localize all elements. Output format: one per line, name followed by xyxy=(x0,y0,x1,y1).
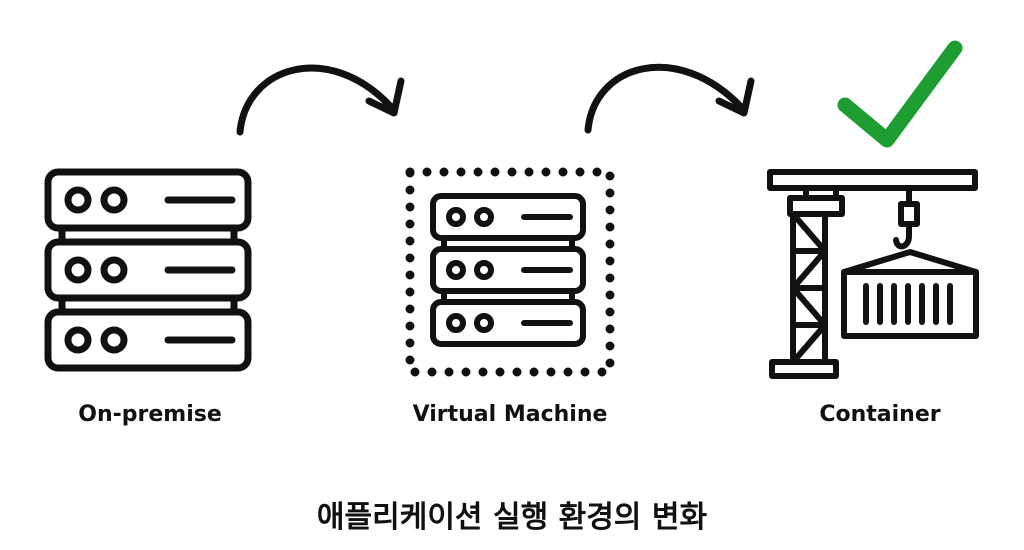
server-unit xyxy=(44,308,252,372)
server-unit xyxy=(430,246,586,294)
server-rack-icon xyxy=(44,168,252,372)
crane-tower xyxy=(790,211,828,365)
server-unit xyxy=(44,238,252,302)
curved-arrow-icon xyxy=(236,64,405,136)
caption-title: 애플리케이션 실행 환경의 변화 xyxy=(316,500,708,535)
container-label: Container xyxy=(819,402,941,427)
server-unit xyxy=(44,168,252,232)
virtual-machine-label: Virtual Machine xyxy=(412,402,608,427)
server-unit xyxy=(430,299,586,347)
on-premise-label: On-premise xyxy=(78,402,222,427)
server-unit xyxy=(430,193,586,241)
virtual-server-icon xyxy=(405,167,615,377)
vm-dotted-frame xyxy=(405,167,615,377)
crane-base xyxy=(769,359,839,379)
crane-container-icon xyxy=(767,169,979,379)
cargo-container xyxy=(841,249,979,339)
checkmark-icon xyxy=(837,40,963,148)
crane-jib xyxy=(767,169,978,191)
curved-arrow-icon xyxy=(584,63,755,134)
crane-hook xyxy=(893,185,920,250)
